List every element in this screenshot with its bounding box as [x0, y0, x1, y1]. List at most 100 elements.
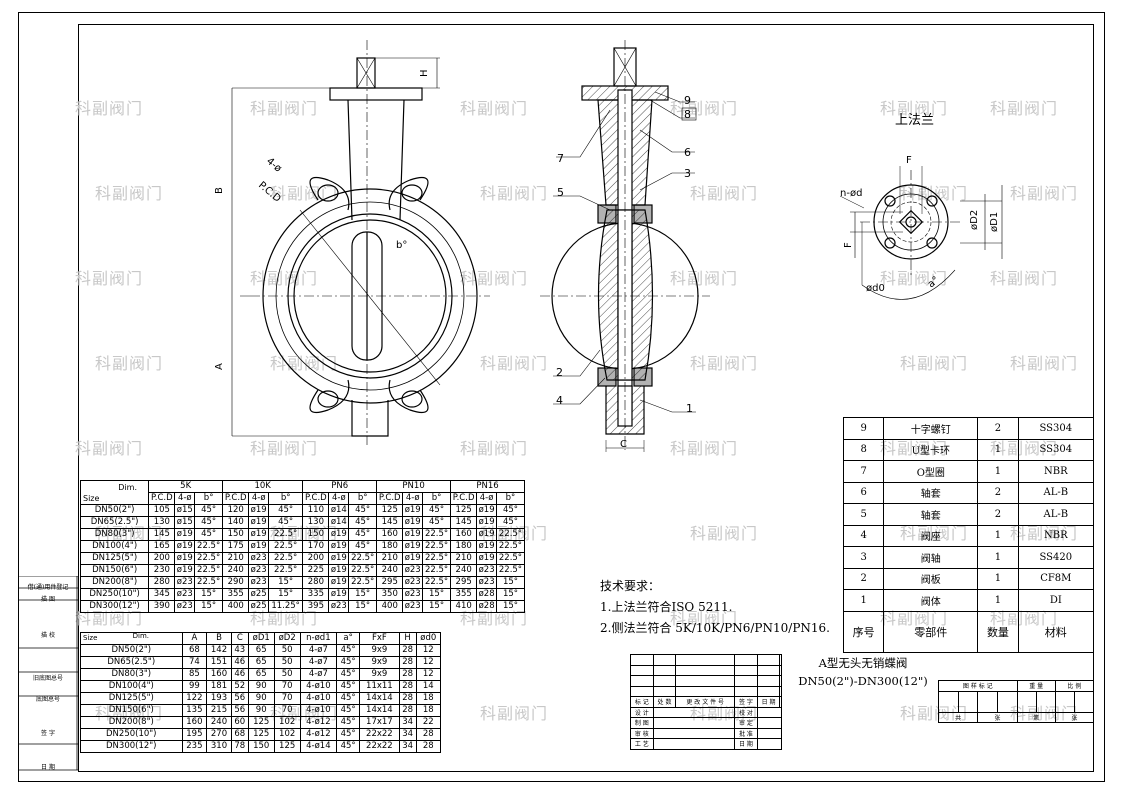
table-cell: 122 — [181, 692, 208, 705]
table-cell: ø19 — [402, 552, 424, 565]
table-cell: 310 — [206, 740, 232, 753]
bom-cell: 1 — [977, 567, 1019, 590]
watermark-text: 科副阀门 — [480, 704, 549, 723]
table-cell: 125 — [376, 504, 404, 517]
column-header: C — [230, 632, 249, 645]
table-cell: 160 — [450, 528, 478, 541]
watermark-text: 科副阀门 — [250, 269, 319, 288]
drawing-border — [78, 24, 1094, 772]
watermark-text: 科副阀门 — [670, 99, 739, 118]
watermark-text: 科副阀门 — [990, 269, 1059, 288]
part-number-3: 3 — [684, 167, 691, 180]
table-cell: 160 — [376, 528, 404, 541]
part-number-7: 7 — [557, 152, 564, 165]
sub-header: 4-ø — [476, 492, 497, 505]
group-header: PN10 — [376, 480, 452, 493]
watermark-text: 科副阀门 — [690, 184, 759, 203]
table-cell: DN100(4") — [79, 540, 150, 553]
dim-D1: øD1 — [989, 212, 1000, 232]
table-cell: ø19 — [174, 564, 196, 577]
table-cell: DN50(2") — [80, 644, 183, 657]
stamp-role: 批 准 — [734, 727, 758, 739]
table-cell: 99 — [181, 680, 208, 693]
title-cell — [938, 690, 959, 713]
table-cell: ø19 — [476, 504, 497, 517]
table-cell: 400 — [376, 600, 404, 613]
dim-b-angle: b° — [396, 240, 407, 251]
column-header: a° — [336, 632, 361, 645]
table-cell: 145 — [376, 516, 404, 529]
drawing-title: A型无头无销蝶阀 DN50(2")-DN300(12") — [788, 654, 938, 690]
size-dim-header: Dim.Size — [79, 480, 150, 505]
table-cell: 9x9 — [359, 668, 400, 681]
table-cell: 22.5° — [495, 552, 526, 565]
column-header: øD2 — [273, 632, 301, 645]
table-cell: 15° — [495, 588, 526, 601]
sub-header: 4-ø — [402, 492, 424, 505]
table-cell: DN65(2.5") — [80, 656, 183, 669]
table-cell: 165 — [148, 540, 176, 553]
part-number-9: 9 — [684, 94, 691, 107]
dim-F-side: F — [843, 242, 854, 248]
table-cell: 15° — [422, 588, 452, 601]
part-number-2: 2 — [556, 366, 563, 379]
table-cell: 34 — [398, 728, 417, 741]
table-cell: 56 — [230, 692, 249, 705]
watermark-text: 科副阀门 — [460, 439, 529, 458]
bom-header-cell: 序号 — [842, 610, 885, 653]
title-head: 图 样 标 记 — [938, 680, 1018, 692]
table-cell: 4-ø10 — [299, 680, 338, 693]
bom-cell: NBR — [1017, 524, 1095, 547]
table-cell: 410 — [450, 600, 478, 613]
table-cell: ø19 — [328, 540, 350, 553]
table-cell: 28 — [398, 668, 417, 681]
table-cell: 45° — [348, 516, 378, 529]
stamp-cell — [652, 685, 677, 697]
table-cell: 28 — [398, 656, 417, 669]
table-cell: ø19 — [476, 516, 497, 529]
table-cell: DN300(12") — [80, 740, 183, 753]
side-label: 日 期 — [41, 764, 55, 771]
bom-cell: NBR — [1017, 460, 1095, 483]
table-cell: DN250(10") — [80, 728, 183, 741]
dim-a-angle: a° — [926, 275, 942, 291]
table-cell: 45° — [336, 656, 361, 669]
sheet-count: 张 — [977, 711, 1018, 723]
table-cell: DN100(4") — [80, 680, 183, 693]
watermark-text: 科副阀门 — [270, 354, 339, 373]
title-cell — [1016, 690, 1037, 713]
table-cell: DN200(8") — [79, 576, 150, 589]
bom-cell: O型圈 — [883, 460, 979, 483]
stamp-cell — [630, 685, 654, 697]
table-cell: ø19 — [476, 528, 497, 541]
stamp-label: 日 期 — [756, 696, 781, 708]
bom-cell: 1 — [842, 589, 885, 612]
stamp-cell — [652, 675, 677, 687]
table-cell: ø14 — [328, 516, 350, 529]
table-cell: 15° — [194, 588, 224, 601]
table-cell: DN200(8") — [80, 716, 183, 729]
bom-cell: 十字螺钉 — [883, 417, 979, 440]
table-cell: 181 — [206, 680, 232, 693]
table-cell: 15° — [348, 600, 378, 613]
top-flange — [329, 87, 423, 101]
dim-n-d: n-ød — [840, 188, 862, 199]
table-cell: 43 — [230, 644, 249, 657]
bom-cell: 1 — [977, 524, 1019, 547]
stamp-cell — [652, 727, 736, 739]
table-cell: 210 — [222, 552, 250, 565]
stamp-label: 更 改 文 件 号 — [675, 696, 736, 708]
table-cell: 105 — [148, 504, 176, 517]
table-cell: 335 — [302, 588, 330, 601]
table-cell: 15° — [495, 576, 526, 589]
stamp-cell — [652, 738, 736, 750]
table-cell: 390 — [148, 600, 176, 613]
table-cell: 28 — [398, 692, 417, 705]
table-cell: 22.5° — [268, 540, 304, 553]
table-cell: 4-ø7 — [299, 668, 338, 681]
